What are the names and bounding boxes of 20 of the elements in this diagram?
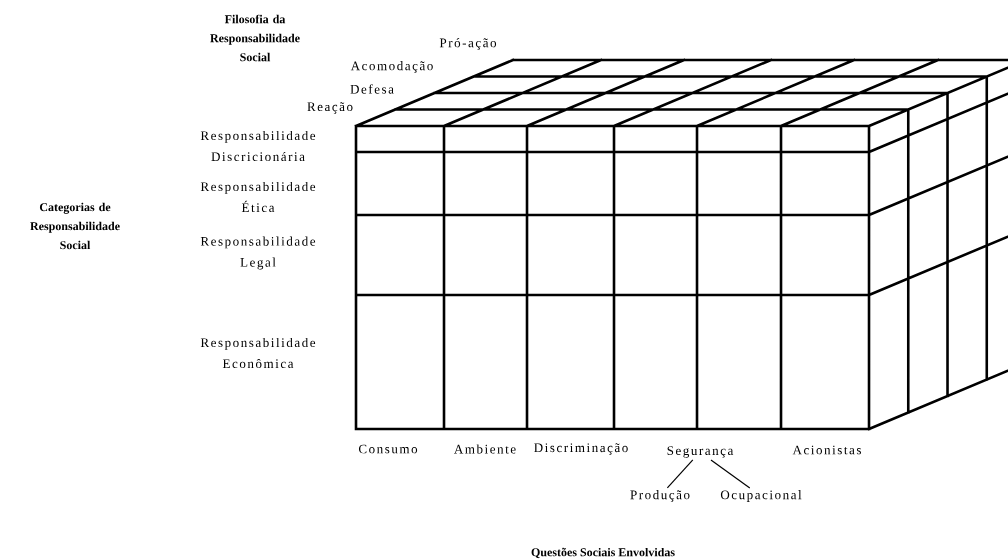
connector-line — [710, 459, 751, 489]
row-label: Responsabilidade Ética — [200, 181, 316, 213]
sub-label: Produção — [630, 490, 690, 502]
layer-label: Acomodação — [350, 61, 433, 73]
layer-label: Reação — [307, 102, 353, 114]
axis-title: Questões Sociais Envolvidas — [531, 547, 675, 559]
connector-line — [666, 459, 694, 489]
column-label: Ambiente — [454, 444, 516, 454]
column-label: Segurança — [667, 446, 734, 458]
sub-label: Ocupacional — [720, 490, 802, 502]
layer-label: Pró-ação — [439, 38, 497, 50]
column-label: Acionistas — [792, 445, 861, 455]
row-label: Responsabilidade Discricionária — [200, 130, 316, 162]
column-label: Consumo — [358, 444, 418, 454]
column-label: Discriminação — [534, 443, 628, 455]
row-label: Responsabilidade Econômica — [200, 337, 316, 369]
layer-label: Defesa — [350, 84, 394, 94]
axis-title: Filosofia da Responsabilidade Social — [210, 14, 300, 62]
axis-title: Categorias de Responsabilidade Social — [30, 202, 120, 250]
row-label: Responsabilidade Legal — [200, 236, 316, 270]
